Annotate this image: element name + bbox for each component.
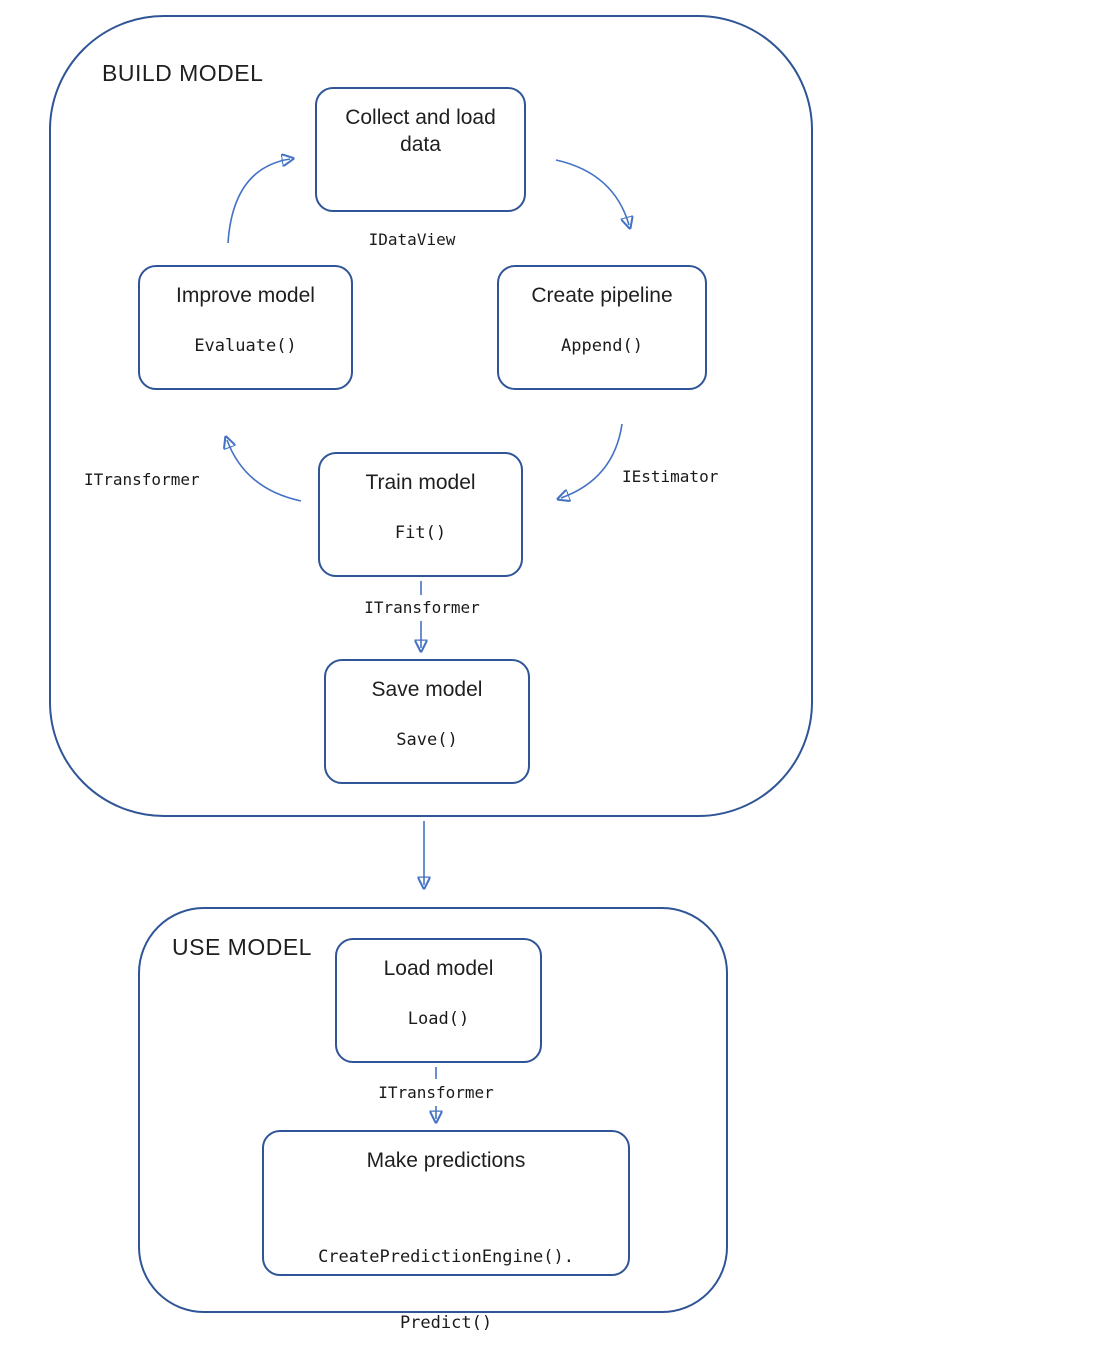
node-code-line-2: Predict() xyxy=(399,1313,493,1333)
node-collect-and-load-data: Collect and load data xyxy=(315,87,526,212)
node-title: Load model xyxy=(383,957,494,980)
node-create-pipeline: Create pipeline Append() xyxy=(497,265,707,390)
node-save-model: Save model Save() xyxy=(324,659,530,784)
edge-label-idataview: IDataView xyxy=(368,230,456,249)
use-model-label: USE MODEL xyxy=(172,934,312,960)
node-code: Append() xyxy=(561,336,643,356)
node-make-predictions: Make predictions CreatePredictionEngine(… xyxy=(262,1130,630,1333)
edge-label-itransformer-to-save: ITransformer xyxy=(364,598,480,617)
node-code: Evaluate() xyxy=(194,336,297,356)
build-model-container xyxy=(49,15,813,817)
node-code: Fit() xyxy=(394,523,447,543)
edge-label-itransformer-use: ITransformer xyxy=(378,1083,494,1102)
node-title: Collect and load data xyxy=(345,106,496,156)
node-title: Train model xyxy=(365,471,476,494)
node-title: Make predictions xyxy=(366,1149,526,1172)
node-title: Create pipeline xyxy=(531,284,673,307)
edge-label-itransformer-loop: ITransformer xyxy=(84,470,200,489)
node-train-model: Train model Fit() xyxy=(318,452,523,577)
build-model-label: BUILD MODEL xyxy=(102,60,264,86)
node-code-line-1: CreatePredictionEngine(). xyxy=(318,1247,574,1267)
node-load-model: Load model Load() xyxy=(335,938,542,1063)
node-title: Save model xyxy=(371,678,483,701)
node-code: CreatePredictionEngine(). Predict() xyxy=(318,1202,574,1366)
node-code: Save() xyxy=(396,730,458,750)
edge-label-iestimator: IEstimator xyxy=(622,467,719,486)
use-model-container xyxy=(138,907,728,1313)
node-improve-model: Improve model Evaluate() xyxy=(138,265,353,390)
node-title: Improve model xyxy=(176,284,315,307)
node-code: Load() xyxy=(407,1009,470,1029)
